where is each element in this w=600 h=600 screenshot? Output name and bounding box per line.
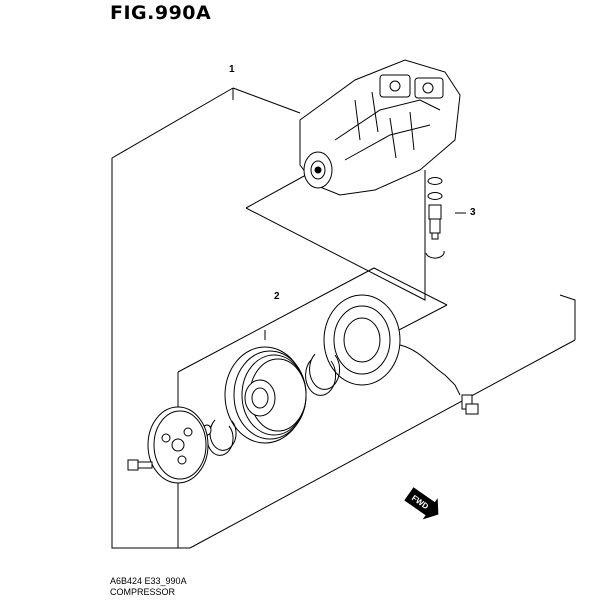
- snap-ring-pulley: [206, 419, 237, 456]
- center-bolt: [127, 459, 153, 471]
- field-coil: [323, 294, 479, 415]
- diagram-code: A6B424 E33_990A: [110, 576, 187, 586]
- figure-title: FIG.990A: [110, 2, 212, 24]
- callout-3: 3: [470, 207, 476, 218]
- callout-2: 2: [274, 291, 280, 302]
- relief-valve-set: [425, 177, 466, 259]
- diagram-name: COMPRESSOR: [110, 587, 176, 597]
- assembly-outline: [111, 87, 576, 549]
- pressure-plate: [147, 406, 209, 484]
- fwd-arrow: FWD: [404, 487, 439, 520]
- snap-ring-coil: [305, 353, 341, 396]
- pulley: [224, 346, 307, 444]
- compressor-body: [299, 59, 461, 196]
- callout-1: 1: [229, 64, 235, 75]
